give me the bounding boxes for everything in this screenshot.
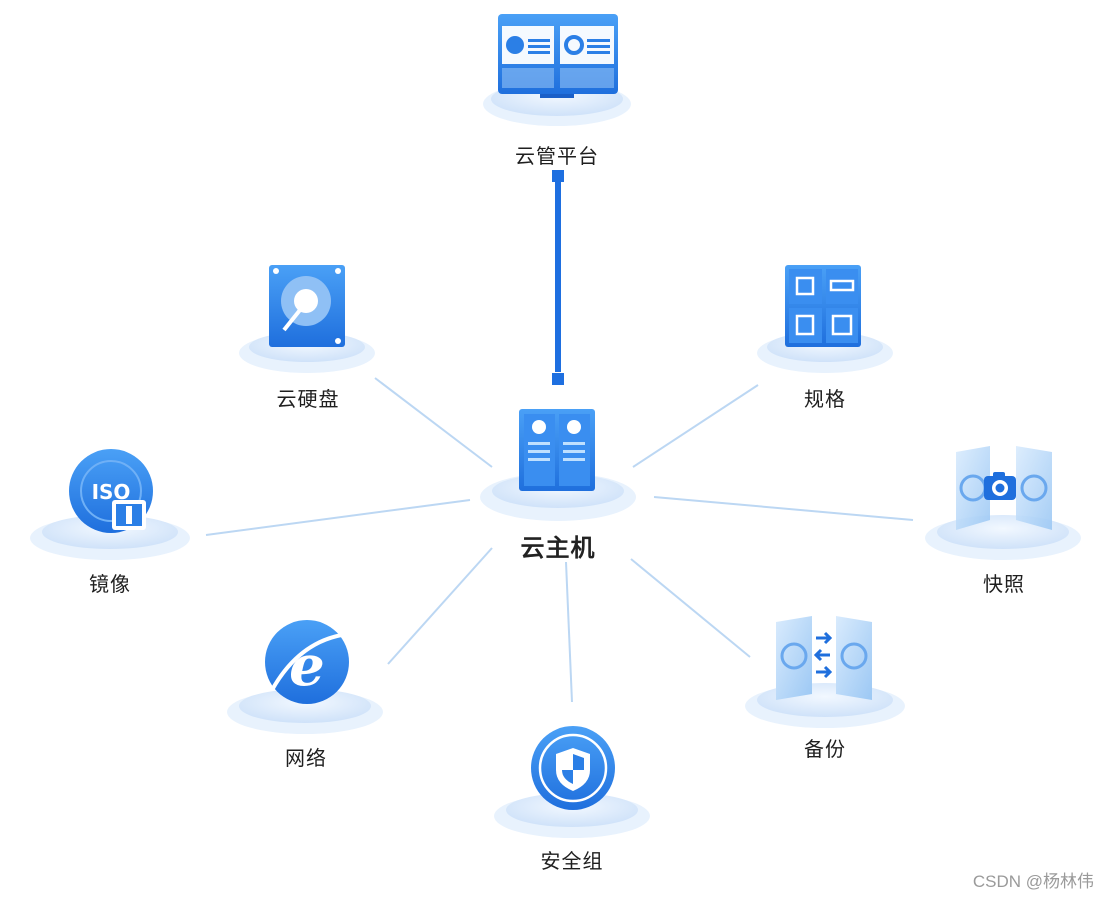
top-label: 云管平台: [515, 144, 599, 168]
connector-backup: [630, 558, 751, 658]
monitor-dashboard-icon: [498, 14, 618, 98]
node-label-backup: 备份: [804, 737, 846, 761]
node-image[interactable]: ISO: [30, 449, 190, 560]
hard-disk-icon: [269, 265, 345, 347]
node-label-disk: 云硬盘: [276, 387, 340, 411]
connector-network: [387, 547, 493, 665]
node-network[interactable]: e: [227, 620, 383, 734]
node-snapshot[interactable]: [925, 446, 1081, 560]
hardware-spec-icon: [785, 265, 861, 347]
connector-security: [565, 561, 573, 703]
node-security-group[interactable]: [494, 726, 650, 838]
connector-snapshot: [653, 496, 914, 521]
node-label-security: 安全组: [540, 849, 604, 873]
center-label: 云主机: [520, 534, 596, 562]
node-label-spec: 规格: [804, 387, 846, 411]
backup-icon: [776, 616, 872, 700]
node-cloud-disk[interactable]: [239, 265, 375, 373]
server-icon: [519, 409, 595, 491]
connector-image: [205, 499, 471, 536]
iso-disc-icon: ISO: [69, 449, 153, 533]
node-label-image: 镜像: [89, 572, 131, 596]
node-backup[interactable]: [745, 616, 905, 728]
node-label-snapshot: 快照: [983, 572, 1025, 596]
watermark: CSDN @杨林伟: [972, 872, 1094, 891]
platform-link: [552, 170, 564, 385]
node-cloud-platform[interactable]: [483, 14, 631, 126]
camera-icon: [956, 446, 1052, 530]
shield-icon: [531, 726, 615, 810]
internet-explorer-icon: e: [265, 620, 349, 704]
node-spec[interactable]: [757, 265, 893, 373]
connector-lines: [205, 377, 914, 703]
connector-disk: [374, 377, 493, 468]
node-cloud-host[interactable]: [480, 409, 636, 521]
node-label-network: 网络: [285, 746, 327, 770]
connector-spec: [632, 384, 759, 468]
